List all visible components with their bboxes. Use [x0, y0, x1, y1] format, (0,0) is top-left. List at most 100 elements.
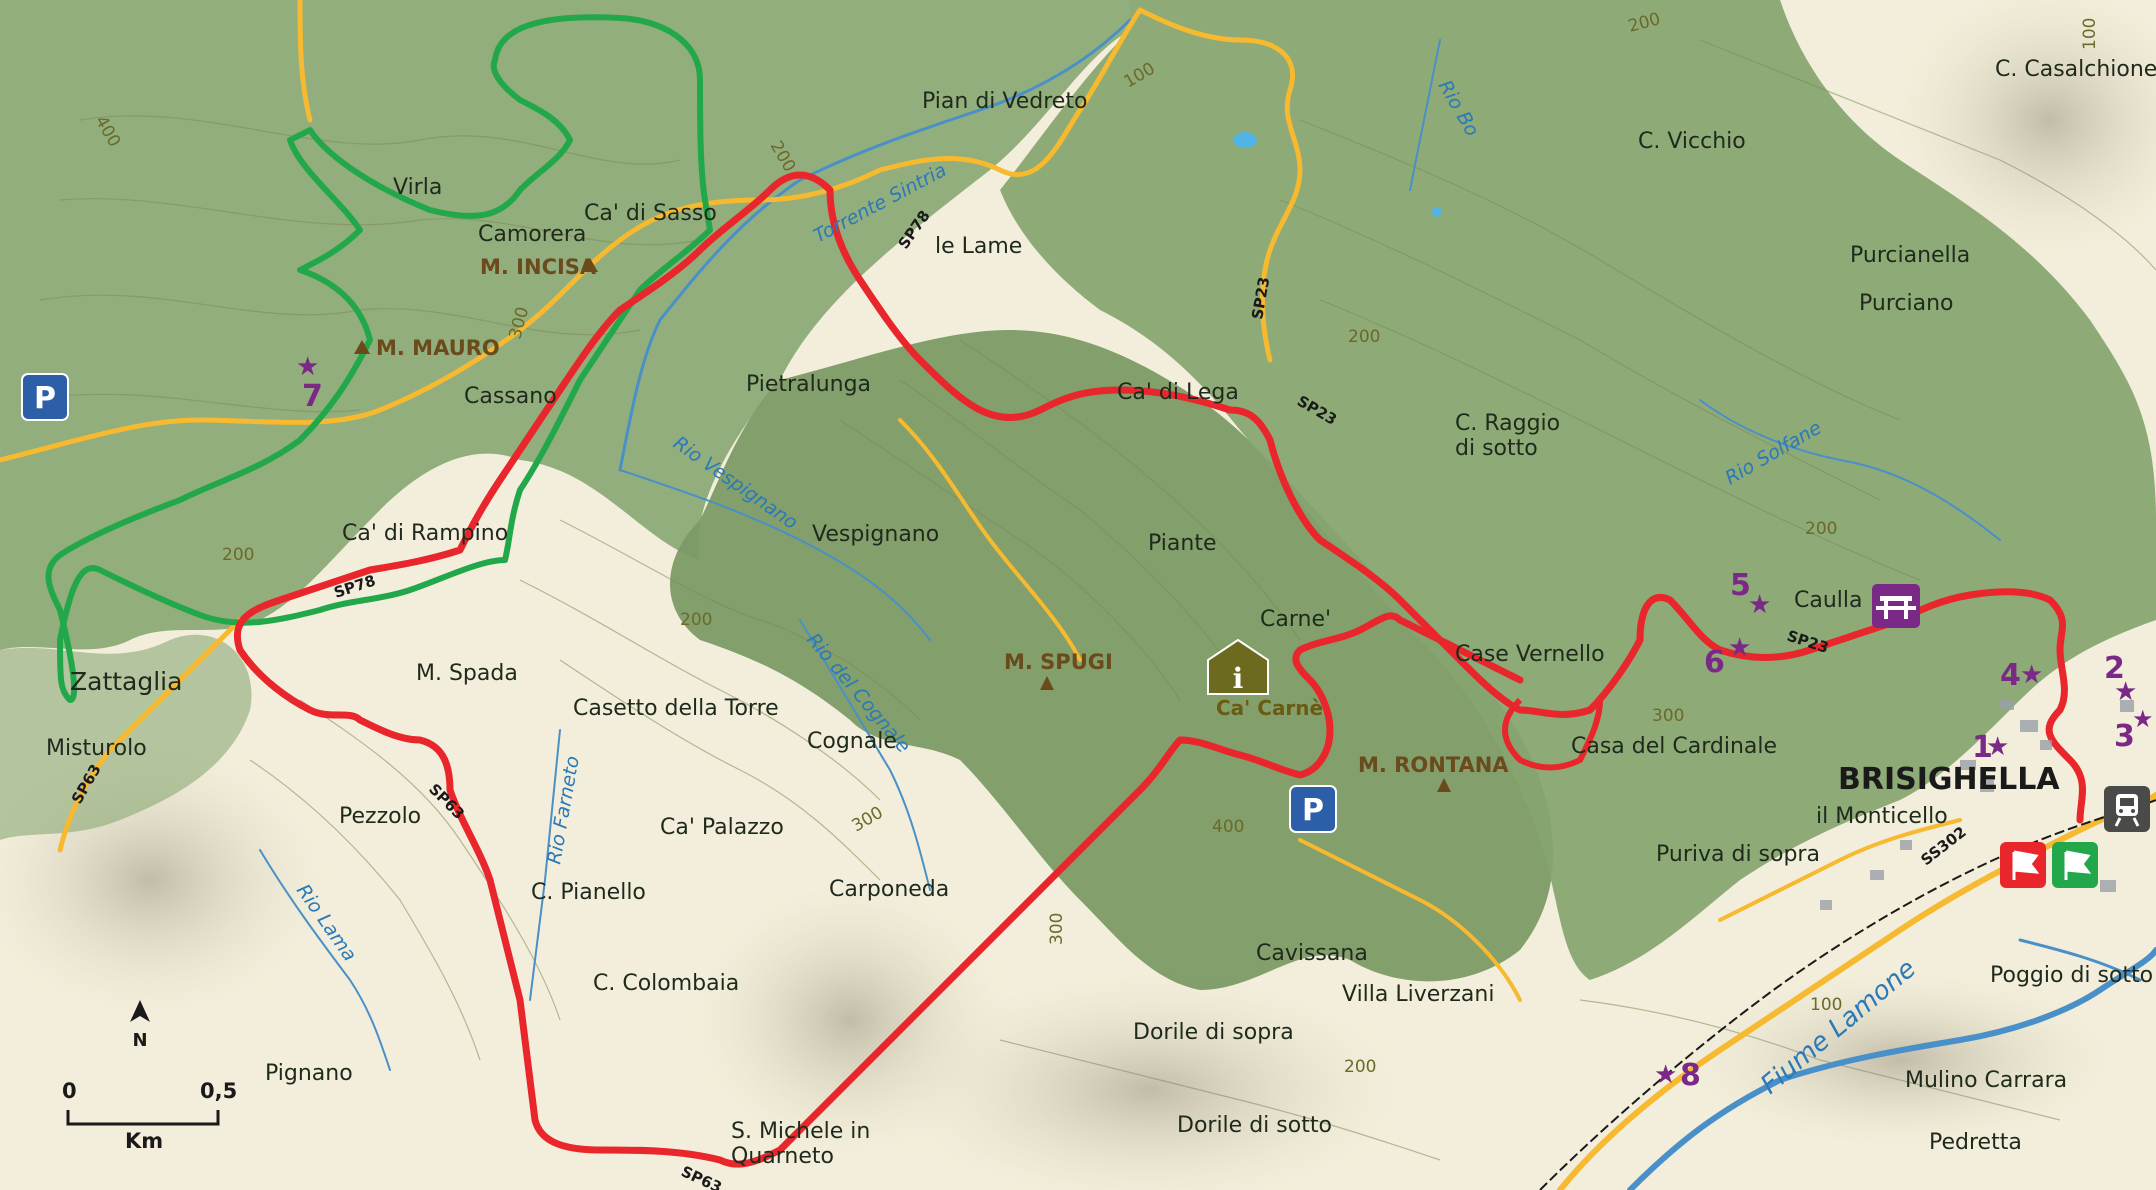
peak-triangle-icon	[354, 340, 370, 354]
route-flags[interactable]	[2000, 842, 2098, 888]
train-station[interactable]	[2104, 786, 2150, 832]
peak-label-m-incisa: M. INCISA	[480, 255, 597, 279]
poi-number: 4	[2000, 658, 2021, 693]
poi-8[interactable]: ★ 8	[1654, 1058, 1701, 1093]
contour-label: 300	[1047, 913, 1067, 945]
contour-label: 300	[1652, 706, 1684, 726]
place-label: Poggio di sotto	[1990, 963, 2153, 988]
place-label: il Monticello	[1816, 804, 1948, 829]
place-label: Purciano	[1859, 291, 1953, 316]
rivers	[259, 18, 2156, 1190]
lake-small-1	[1233, 132, 1257, 148]
railway	[1539, 799, 2156, 1190]
river-rio-farneto	[529, 729, 561, 1001]
info-icon[interactable]	[1207, 638, 1269, 695]
place-label: Casa del Cardinale	[1571, 734, 1777, 759]
place-label: Virla	[393, 175, 442, 200]
road-ss302	[1557, 792, 2156, 1190]
contour-label: 200	[1805, 519, 1837, 539]
scale-unit-label: Km	[125, 1129, 163, 1153]
poi-number: 3	[2114, 719, 2135, 754]
parking-west[interactable]: P	[21, 373, 69, 421]
scale-bar-line	[66, 1110, 220, 1126]
place-label: C. Raggio	[1455, 411, 1560, 436]
poi-1[interactable]: 1 ★	[1972, 730, 2009, 765]
poi-star-icon[interactable]: ★	[2020, 660, 2043, 690]
contour-label: 200	[1348, 327, 1380, 347]
place-label: Ca' Palazzo	[660, 815, 784, 840]
peak-label-m-mauro: M. MAURO	[376, 336, 500, 360]
contour-label: 200	[680, 610, 712, 630]
poi-number: 7	[302, 379, 323, 414]
parking-central[interactable]: P	[1289, 785, 1337, 833]
points-of-interest[interactable]: 1 ★ 2 ★ 3 ★ 4 ★ 5 ★ 6 ★ ★ 7 ★ 8	[296, 352, 2154, 1093]
poi-2[interactable]: 2 ★	[2104, 651, 2137, 707]
poi-star-icon[interactable]: ★	[2114, 677, 2137, 707]
contour-lines	[29, 39, 2156, 1161]
place-label: Pezzolo	[339, 804, 421, 829]
poi-6[interactable]: 6 ★	[1704, 633, 1751, 680]
poi-number: 8	[1680, 1058, 1701, 1093]
place-label: Ca' di Rampino	[342, 521, 508, 546]
river-rio-bo	[1409, 39, 1441, 191]
route-alternative-green	[45, 14, 713, 703]
river-fiume-lamone	[1627, 947, 2156, 1190]
picnic-area[interactable]	[1872, 584, 1920, 628]
scale-bar: 0 0,5 Km	[62, 1079, 237, 1153]
peak-triangle-icon	[1040, 676, 1054, 690]
town-blocks	[1820, 700, 2134, 910]
forest-northwest	[0, 0, 1130, 650]
contour-label: 400	[1212, 817, 1244, 837]
poi-star-icon[interactable]: ★	[296, 352, 319, 382]
poi-number: 6	[1704, 645, 1725, 680]
contour-label: 200	[222, 545, 254, 565]
place-label: Cavissana	[1256, 941, 1368, 966]
poi-star-icon[interactable]: ★	[1728, 633, 1751, 663]
poi-star-icon[interactable]: ★	[1748, 590, 1771, 620]
parking-icon[interactable]	[1289, 785, 1337, 833]
place-label: C. Pianello	[531, 880, 646, 905]
peaks: M. INCISA M. MAURO M. SPUGI M. RONTANA	[354, 255, 1509, 792]
info-point-label: Ca' Carnè	[1216, 696, 1323, 720]
place-label: le Lame	[935, 234, 1022, 259]
route-main-red-south-connector	[1502, 697, 1603, 771]
road-local-central	[898, 418, 1082, 662]
place-label: Cassano	[464, 384, 557, 409]
poi-star-icon[interactable]: ★	[2132, 705, 2154, 733]
place-label: C. Vicchio	[1638, 129, 1746, 154]
place-label: S. Michele in	[731, 1119, 870, 1144]
place-label: Misturolo	[46, 736, 147, 761]
place-label: Carne'	[1260, 607, 1331, 632]
place-label: Carponeda	[829, 877, 949, 902]
north-arrow-icon	[130, 1000, 150, 1022]
info-point[interactable]: i Ca' Carnè	[1207, 638, 1323, 720]
poi-7[interactable]: ★ 7	[296, 352, 323, 414]
north-arrow-label: N	[132, 1030, 147, 1051]
place-label: Vespignano	[812, 522, 939, 547]
poi-number: 5	[1730, 568, 1751, 603]
place-label: Caulla	[1794, 588, 1863, 613]
lake-small-2	[1432, 207, 1442, 217]
place-label: Pignano	[265, 1061, 353, 1086]
place-label: Casetto della Torre	[573, 696, 779, 721]
place-label: Purcianella	[1850, 243, 1970, 268]
poi-star-icon[interactable]: ★	[1654, 1060, 1677, 1090]
place-label: Piante	[1148, 531, 1216, 556]
poi-4[interactable]: 4 ★	[2000, 658, 2043, 693]
parking-icon[interactable]	[21, 373, 69, 421]
river-rio-lama	[259, 849, 391, 1071]
place-label: Villa Liverzani	[1342, 982, 1494, 1007]
poi-number: 2	[2104, 651, 2125, 686]
poi-3[interactable]: 3 ★	[2114, 705, 2154, 754]
place-labels: Pian di Vedreto C. Casalchione C. Vicchi…	[46, 57, 2156, 1169]
river-rio-del-cognale	[799, 619, 931, 891]
poi-star-icon[interactable]: ★	[1986, 732, 2009, 762]
place-label: Pietralunga	[746, 372, 871, 397]
place-label: Ca' di Sasso	[584, 201, 717, 226]
poi-5[interactable]: 5 ★	[1730, 568, 1771, 620]
place-label: C. Casalchione	[1995, 57, 2156, 82]
contour-label: 100	[2080, 18, 2100, 50]
place-label: Camorera	[478, 222, 586, 247]
